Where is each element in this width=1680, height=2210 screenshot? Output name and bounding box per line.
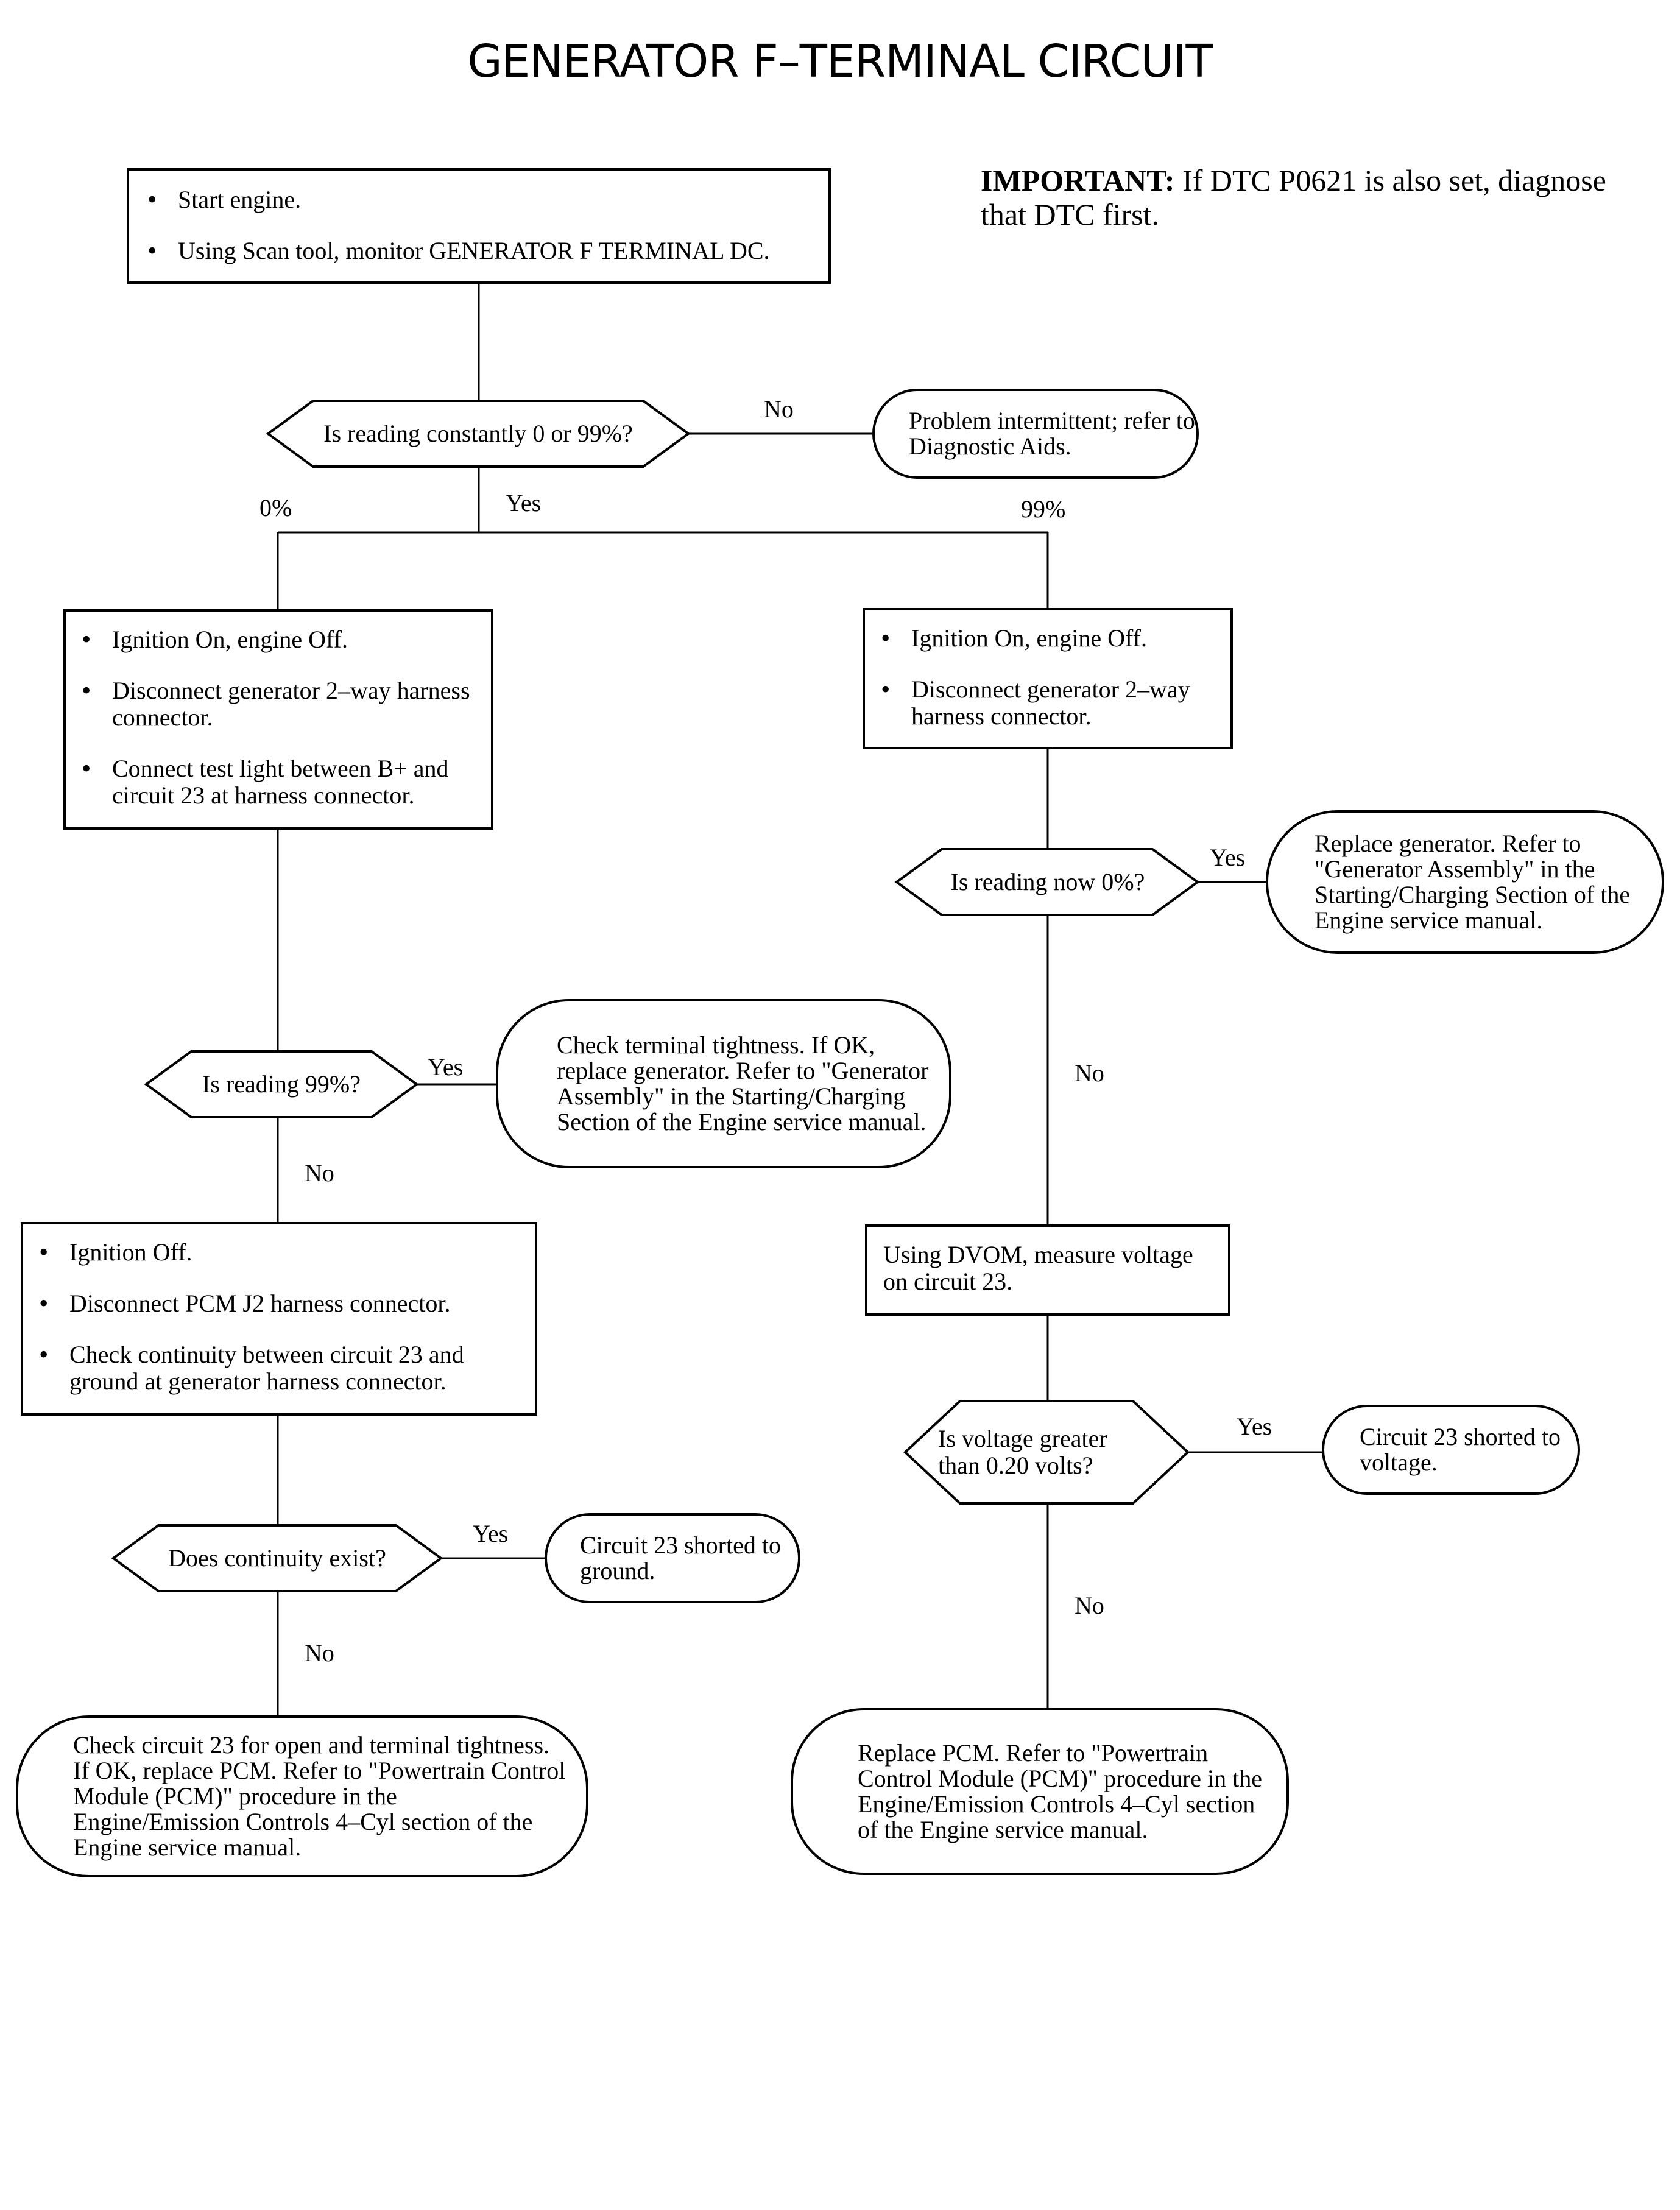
- check-open-terminal: Check circuit 23 for open and terminal t…: [16, 1715, 588, 1877]
- no-label: No: [1075, 1059, 1104, 1087]
- shorted-ground-text: Circuit 23 shorted to ground.: [580, 1531, 781, 1584]
- ignition-off-box: Ignition Off. Disconnect PCM J2 harness …: [21, 1222, 537, 1416]
- decision-continuity-text: Does continuity exist?: [168, 1544, 386, 1572]
- no-label: No: [764, 395, 794, 423]
- shorted-ground-terminal: Circuit 23 shorted to ground.: [545, 1513, 800, 1603]
- important-note: IMPORTANT: If DTC P0621 is also set, dia…: [981, 163, 1651, 231]
- dvom-box: Using DVOM, measure voltage on circuit 2…: [865, 1224, 1230, 1316]
- step-item: Ignition On, engine Off.: [875, 625, 1218, 652]
- page-title: GENERATOR F–TERMINAL CIRCUIT: [467, 35, 1213, 88]
- decision-voltage-text: Is voltage greater than 0.20 volts?: [938, 1425, 1107, 1479]
- decision-continuity-shape: [111, 1524, 443, 1592]
- decision-reading-shape: [266, 400, 691, 468]
- decision-now0-shape: [894, 848, 1200, 916]
- branch-label-99: 99%: [1021, 495, 1066, 523]
- step-item: Disconnect generator 2–way harness conne…: [875, 676, 1218, 730]
- replace-pcm-text: Replace PCM. Refer to "Powertrain Contro…: [858, 1739, 1263, 1843]
- decision-99-shape: [144, 1050, 419, 1118]
- start-box: Start engine. Using Scan tool, monitor G…: [127, 168, 831, 284]
- no-label: No: [305, 1159, 334, 1187]
- step-item: Check continuity between circuit 23 and …: [33, 1341, 523, 1395]
- replace-pcm-terminal: Replace PCM. Refer to "Powertrain Contro…: [791, 1708, 1289, 1875]
- replace-generator-text: Replace generator. Refer to "Generator A…: [1315, 830, 1631, 934]
- check-open-text: Check circuit 23 for open and terminal t…: [73, 1731, 566, 1861]
- yes-label: Yes: [473, 1520, 509, 1547]
- right-ignition-box: Ignition On, engine Off. Disconnect gene…: [863, 608, 1233, 749]
- shorted-voltage-text: Circuit 23 shorted to voltage.: [1360, 1423, 1561, 1476]
- no-label: No: [1075, 1592, 1104, 1619]
- dvom-text: Using DVOM, measure voltage on circuit 2…: [883, 1241, 1193, 1295]
- shorted-voltage-terminal: Circuit 23 shorted to voltage.: [1322, 1405, 1580, 1495]
- left-ignition-box: Ignition On, engine Off. Disconnect gene…: [63, 609, 493, 830]
- yes-label: Yes: [506, 489, 542, 517]
- decision-now0-text: Is reading now 0%?: [950, 868, 1145, 895]
- decision-reading-text: Is reading constantly 0 or 99%?: [323, 420, 633, 447]
- intermittent-terminal: Problem intermittent; refer to Diagnosti…: [872, 389, 1199, 479]
- important-text: If DTC P0621 is also set, diagnose that …: [981, 163, 1606, 231]
- no-label: No: [305, 1639, 334, 1667]
- yes-label: Yes: [1210, 844, 1246, 871]
- step-item: Using Scan tool, monitor GENERATOR F TER…: [141, 238, 816, 265]
- decision-voltage-shape: [903, 1400, 1190, 1505]
- intermittent-text: Problem intermittent; refer to Diagnosti…: [909, 407, 1195, 460]
- step-item: Ignition On, engine Off.: [76, 626, 479, 654]
- yes-label: Yes: [1237, 1413, 1272, 1440]
- step-item: Start engine.: [141, 186, 816, 214]
- yes-label: Yes: [428, 1053, 464, 1081]
- step-item: Disconnect generator 2–way harness conne…: [76, 677, 479, 731]
- step-item: Connect test light between B+ and circui…: [76, 755, 479, 809]
- step-item: Ignition Off.: [33, 1239, 523, 1266]
- branch-label-0: 0%: [259, 494, 292, 521]
- decision-99-text: Is reading 99%?: [202, 1070, 361, 1098]
- check-terminal-text: Check terminal tightness. If OK, replace…: [557, 1031, 929, 1135]
- check-terminal-terminal: Check terminal tightness. If OK, replace…: [496, 999, 951, 1168]
- important-label: IMPORTANT:: [981, 163, 1175, 197]
- replace-generator-terminal: Replace generator. Refer to "Generator A…: [1266, 810, 1664, 954]
- step-item: Disconnect PCM J2 harness connector.: [33, 1290, 523, 1318]
